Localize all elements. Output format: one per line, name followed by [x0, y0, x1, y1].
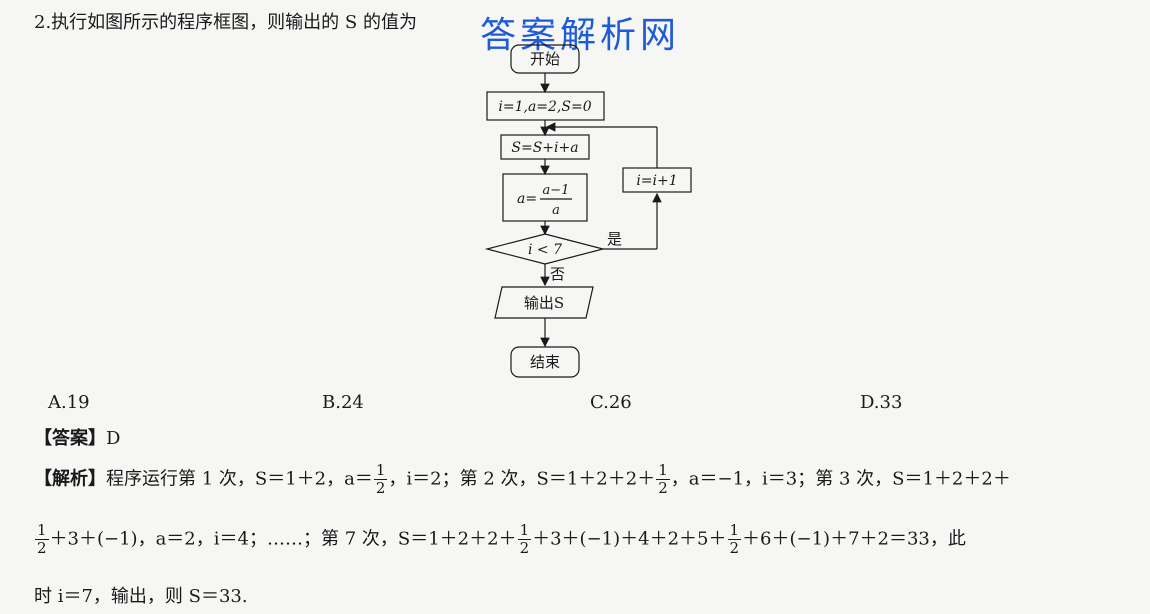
explanation-text: 程序运行第 1 次，S＝1＋2，a＝ — [106, 468, 373, 490]
end-label: 结束 — [530, 353, 560, 371]
yes-label: 是 — [607, 230, 622, 248]
fraction-numerator: 1 — [517, 521, 532, 540]
fraction-numerator: 1 — [656, 461, 670, 480]
update-a-lhs: a= — [517, 191, 537, 207]
explanation-text: ＋3＋(−1)，a＝2，i＝4；……；第 7 次，S＝1＋2＋2＋ — [49, 528, 517, 550]
output-label: 输出S — [524, 294, 564, 312]
update-s-label: S=S+i+a — [511, 140, 578, 156]
fraction-denominator: 2 — [375, 479, 386, 497]
explanation-label: 【解析】 — [34, 468, 106, 490]
question-text: 2.执行如图所示的程序框图，则输出的 S 的值为 — [34, 12, 417, 33]
option-b: B.24 — [322, 392, 364, 413]
fraction-numerator: 1 — [727, 521, 742, 540]
update-a-denominator: a — [552, 203, 560, 218]
update-a-numerator: a−1 — [543, 183, 570, 198]
explanation-line-3: 时 i＝7，输出，则 S＝33. — [34, 586, 248, 607]
option-a: A.19 — [48, 392, 90, 413]
answer-label: 【答案】 — [34, 428, 106, 449]
explanation-text: ＋6＋(−1)＋7＋2＝33，此 — [742, 528, 966, 550]
option-c: C.26 — [590, 392, 632, 413]
init-label: i=1,a=2,S=0 — [498, 99, 591, 115]
condition-label: i < 7 — [528, 242, 562, 258]
no-label: 否 — [550, 265, 565, 283]
output-box — [494, 286, 594, 319]
explanation-text: ，i＝2；第 2 次，S＝1＋2＋2＋ — [388, 468, 656, 490]
start-label: 开始 — [530, 50, 560, 68]
increment-label: i=i+1 — [636, 173, 677, 189]
explanation-text: ，a＝−1，i＝3；第 3 次，S＝1＋2＋2＋ — [670, 468, 1011, 490]
answer-value: D — [106, 428, 121, 449]
answer-line: 【答案】D — [34, 424, 120, 450]
explanation-text: ＋3＋(−1)＋4＋2＋5＋ — [532, 528, 727, 550]
fraction-denominator: 2 — [37, 539, 47, 557]
fraction-numerator: 1 — [35, 521, 49, 540]
fraction-denominator: 2 — [658, 479, 668, 497]
end-node — [510, 346, 580, 378]
option-d: D.33 — [860, 392, 903, 413]
fraction-denominator: 2 — [519, 539, 530, 557]
fraction-numerator: 1 — [373, 461, 388, 480]
fraction-denominator: 2 — [729, 539, 740, 557]
